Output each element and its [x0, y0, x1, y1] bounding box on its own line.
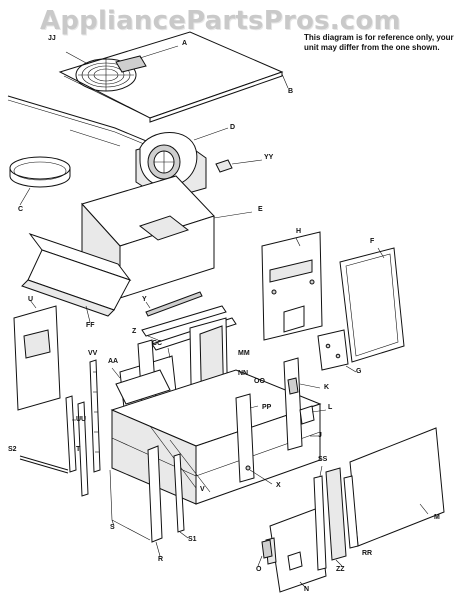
- part-u-side-panel: [13, 299, 61, 411]
- part-n-door: [265, 507, 327, 593]
- label-zz: ZZ: [336, 566, 345, 573]
- label-c: C: [18, 206, 24, 213]
- label-cc: CC: [152, 340, 163, 347]
- label-v: V: [200, 486, 205, 493]
- part-jj-bracket: [65, 51, 89, 65]
- label-ss: SS: [318, 456, 328, 463]
- part-s1-post: [173, 453, 189, 539]
- part-c-fan-ring: [9, 156, 71, 206]
- part-ss-strip: [313, 465, 327, 571]
- label-t: T: [76, 446, 81, 453]
- part-h-panel: [261, 231, 323, 341]
- part-s2-rod: [19, 455, 69, 474]
- part-f-filter: [339, 247, 405, 363]
- label-s: S: [110, 524, 115, 531]
- label-r: R: [158, 556, 164, 563]
- label-jj: JJ: [48, 35, 56, 42]
- label-h: H: [296, 228, 302, 235]
- label-rr: RR: [362, 550, 373, 557]
- watermark-text: AppliancePartsPros.com: [40, 6, 401, 36]
- label-uu: UU: [76, 416, 87, 423]
- part-b-top-cover: [58, 31, 289, 123]
- label-e: E: [258, 206, 263, 213]
- part-g-panel: [317, 329, 357, 373]
- reference-note: This diagram is for reference only, your…: [304, 33, 454, 52]
- label-y: Y: [142, 296, 147, 303]
- label-s2: S2: [8, 446, 17, 453]
- label-m: M: [434, 514, 440, 521]
- label-yy: YY: [264, 154, 274, 161]
- part-m-panel: [349, 427, 445, 547]
- part-y-rail: [145, 291, 203, 317]
- part-ff-deflector: [21, 233, 132, 323]
- part-yy-clip: [215, 159, 263, 173]
- part-x-screw: [245, 465, 273, 485]
- label-l: L: [328, 404, 333, 411]
- label-u: U: [28, 296, 34, 303]
- label-g: G: [356, 368, 362, 375]
- label-s1: S1: [188, 536, 197, 543]
- part-o-knob: [257, 539, 273, 567]
- part-aa-bracket: [111, 367, 171, 405]
- part-a-fan-guard: [75, 45, 179, 92]
- label-x: X: [276, 482, 281, 489]
- label-nn: NN: [238, 370, 249, 377]
- part-vv-post: [89, 359, 101, 473]
- label-f: F: [370, 238, 375, 245]
- label-o: O: [256, 566, 262, 573]
- label-k: K: [324, 384, 330, 391]
- part-l-tab: [299, 405, 327, 425]
- part-k-strip: [283, 357, 321, 451]
- label-a: A: [182, 40, 188, 47]
- part-uu-post: [65, 395, 77, 473]
- part-rr-strip: [343, 475, 359, 549]
- part-r-post: [147, 445, 163, 557]
- part-s-base: [109, 469, 151, 541]
- label-mm: MM: [238, 350, 250, 357]
- part-t-post: [77, 401, 89, 497]
- part-d-blower: [135, 127, 229, 201]
- label-z: Z: [132, 328, 137, 335]
- label-j: J: [318, 432, 322, 439]
- label-oo: OO: [254, 378, 265, 385]
- label-b: B: [288, 88, 294, 95]
- label-aa: AA: [108, 358, 119, 365]
- label-ff: FF: [86, 322, 95, 329]
- label-vv: VV: [88, 350, 98, 357]
- part-pp-post: [235, 393, 259, 483]
- label-d: D: [230, 124, 236, 131]
- label-pp: PP: [262, 404, 272, 411]
- part-zz-strip: [325, 467, 347, 567]
- label-n: N: [304, 586, 310, 593]
